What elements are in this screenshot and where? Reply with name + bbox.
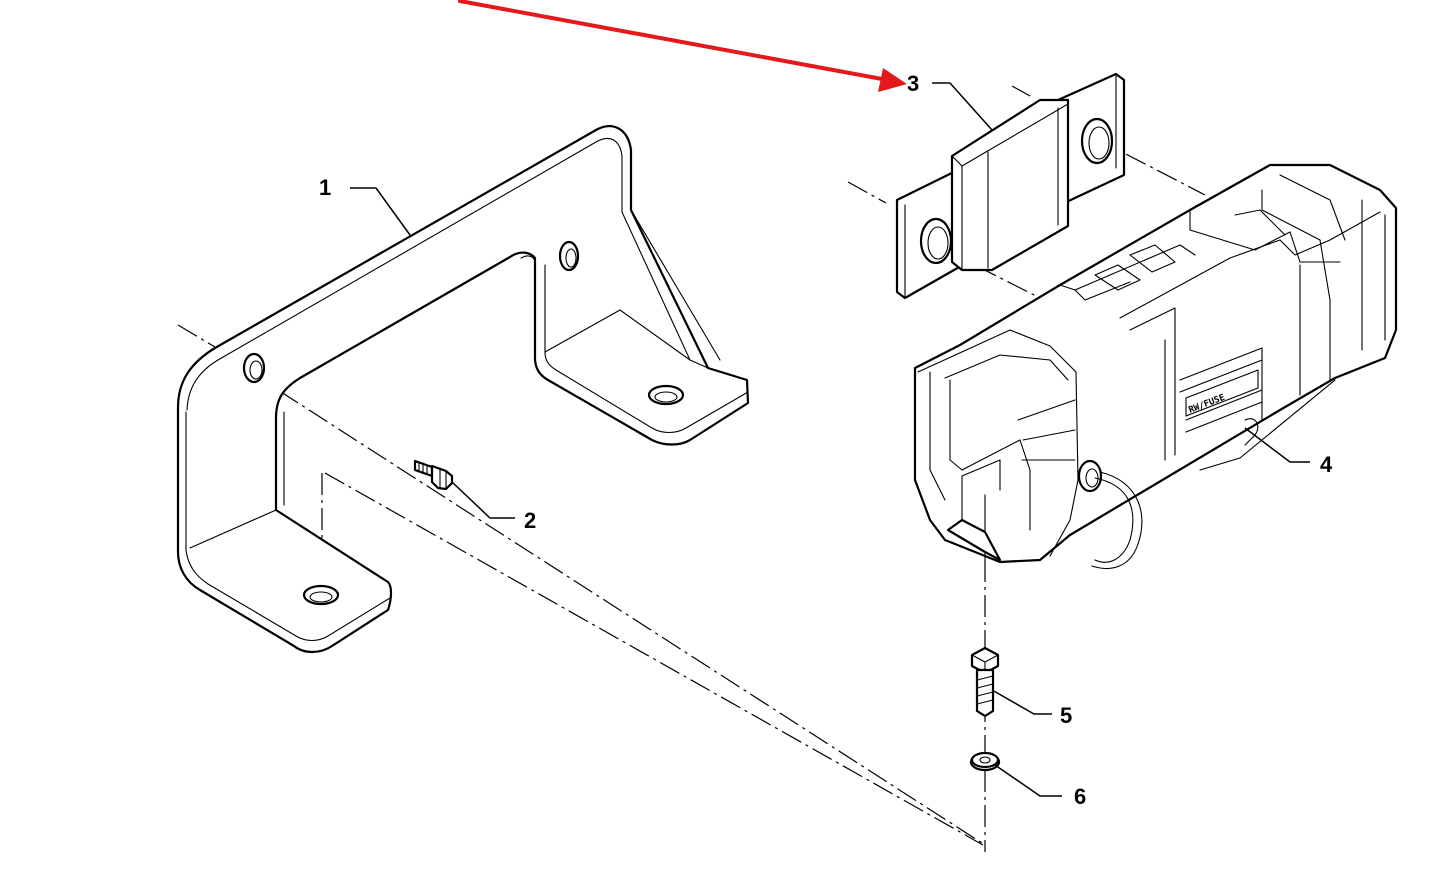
fuse-link[interactable]	[895, 72, 1126, 300]
callout-3: 3	[907, 71, 919, 96]
callout-6: 6	[1074, 784, 1086, 809]
callout-2: 2	[524, 508, 536, 533]
hex-bolt[interactable]	[970, 646, 1000, 718]
washer[interactable]	[969, 751, 1001, 772]
callout-4: 4	[1320, 452, 1333, 477]
flange-screw[interactable]	[413, 459, 454, 491]
leader-lines	[350, 82, 1310, 797]
mounting-bracket[interactable]	[176, 125, 750, 654]
callout-labels: 1 2 3 4 5 6	[319, 71, 1333, 809]
callout-5: 5	[1060, 703, 1072, 728]
highlight-arrow	[458, 0, 907, 92]
fuse-holder[interactable]: RW/FUSE	[913, 163, 1398, 569]
callout-1: 1	[319, 175, 331, 200]
